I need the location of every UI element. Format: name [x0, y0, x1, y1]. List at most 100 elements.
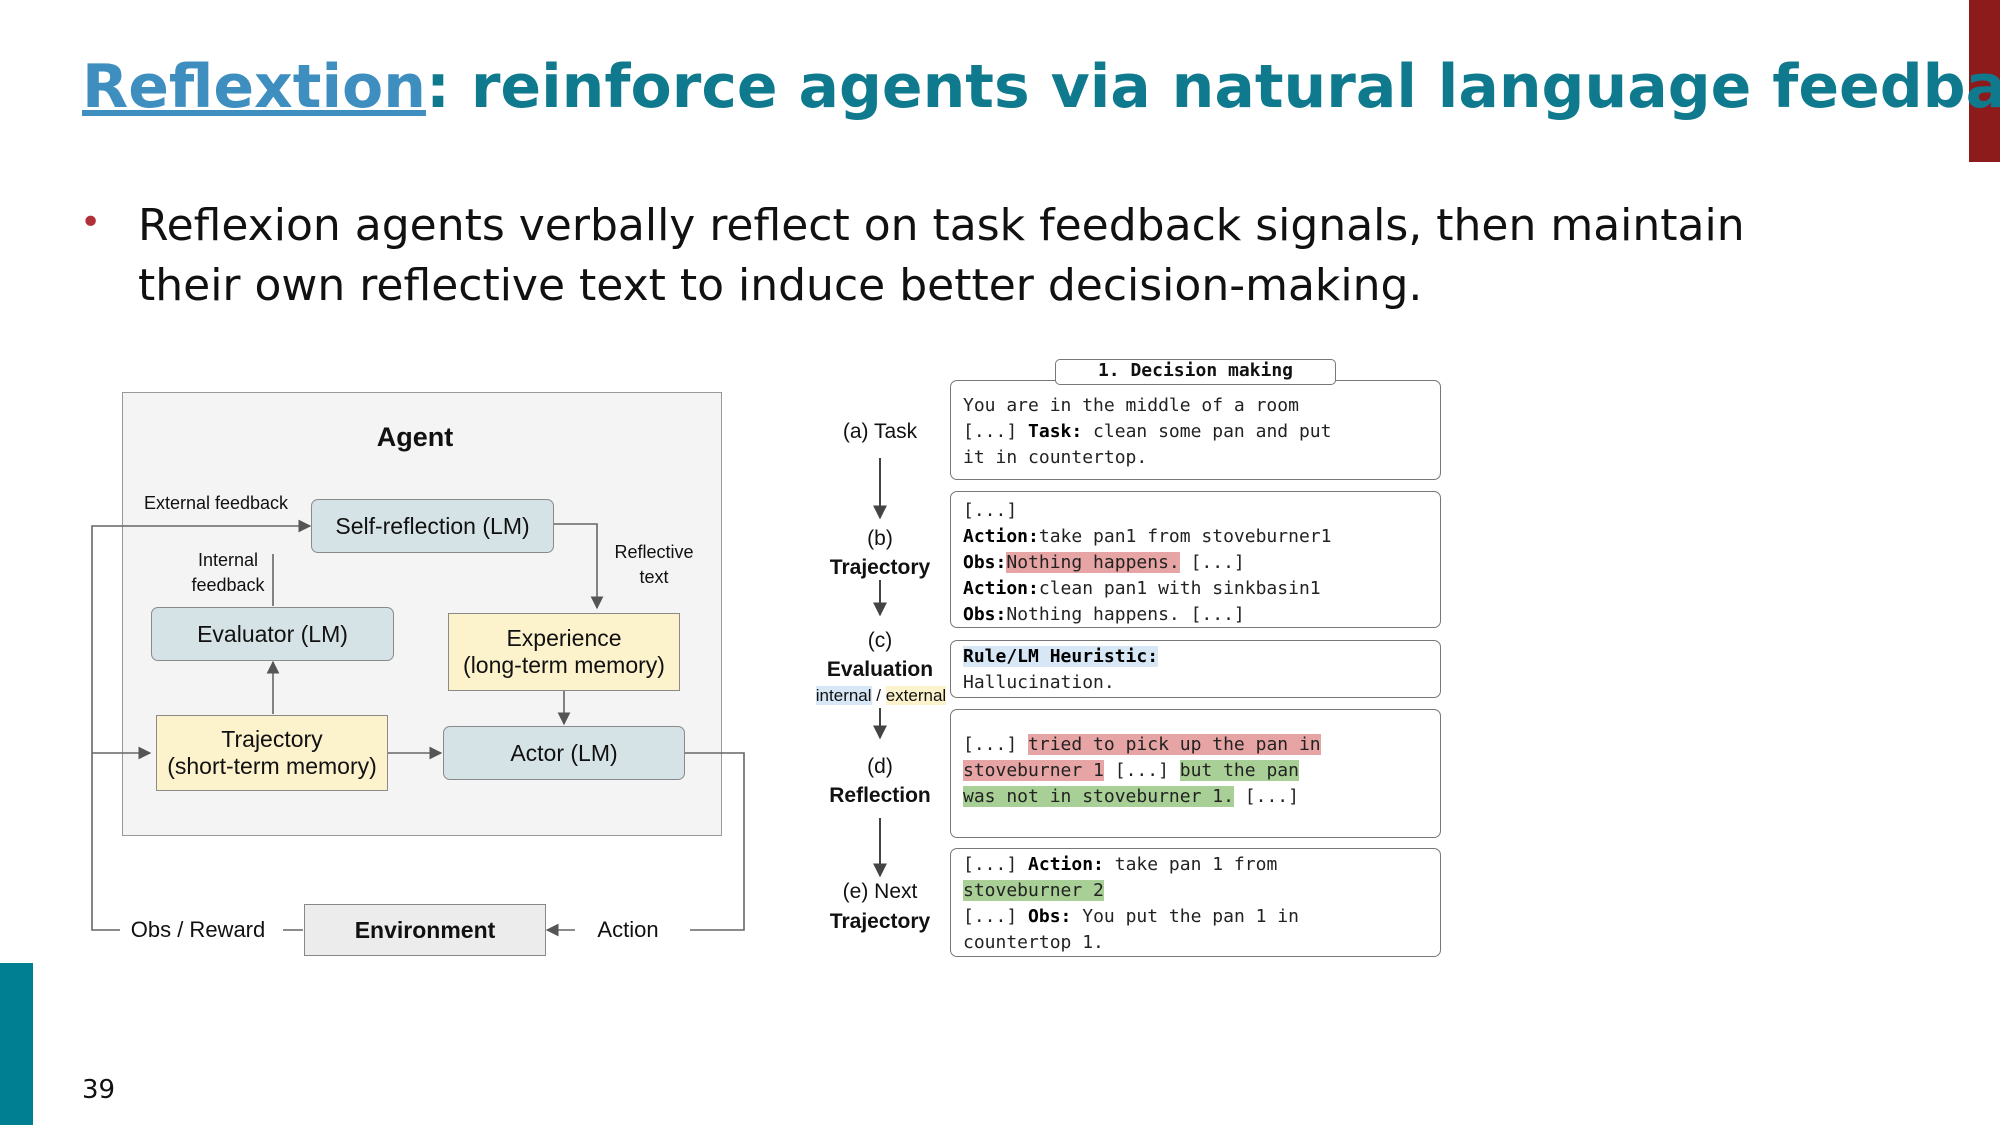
trajectory-text: Nothing happens. [...]	[1006, 604, 1245, 625]
decision-making-header: 1. Decision making	[1055, 359, 1336, 385]
next-line: countertop 1.	[963, 932, 1104, 953]
highlighted-failure: stoveburner 1	[963, 760, 1104, 781]
trajectory-label: Trajectory	[221, 726, 323, 752]
stage-trajectory-label: (b) Trajectory	[810, 524, 950, 582]
agent-label: Agent	[376, 422, 454, 452]
task-text: [...]	[963, 421, 1029, 442]
title-link[interactable]: Reflextion	[82, 52, 426, 122]
stage-task-label: (a) Task	[810, 420, 950, 444]
next-line: stoveburner 2	[963, 878, 1428, 904]
trajectory-line: Action:take pan1 from stoveburner1	[963, 524, 1428, 550]
stage-reflection-label: (d) Reflection	[810, 752, 950, 810]
action-keyword: Action:	[963, 578, 1039, 599]
reflection-line: [...] tried to pick up the pan in	[963, 732, 1428, 758]
evaluation-line: Hallucination.	[963, 672, 1115, 693]
stage-b-index: (b)	[867, 527, 893, 550]
tag-separator: /	[871, 686, 886, 705]
reflection-line: stoveburner 1 [...] but the pan	[963, 758, 1428, 784]
task-line: it in countertop.	[963, 447, 1148, 468]
internal-tag: internal	[815, 686, 872, 705]
bullet-marker: •	[80, 202, 102, 243]
stage-e-name: Trajectory	[829, 910, 931, 933]
action-label: Action	[597, 917, 659, 942]
actor-label: Actor (LM)	[510, 739, 618, 766]
trajectory-text: clean pan1 with sinkbasin1	[1038, 578, 1321, 599]
task-text: clean some pan and put	[1082, 421, 1332, 442]
reflection-text: [...]	[963, 734, 1029, 755]
obs-keyword: Obs:	[963, 552, 1007, 573]
internal-feedback-label: Internal feedback	[178, 550, 278, 596]
reflection-line: was not in stoveburner 1. [...]	[963, 784, 1428, 810]
next-text: take pan 1 from	[1103, 854, 1278, 875]
external-tag: external	[885, 686, 947, 705]
trajectory-line: [...]	[963, 500, 1018, 521]
obs-keyword: Obs:	[963, 604, 1007, 625]
self-reflection-box: Self-reflection (LM)	[311, 499, 554, 553]
evaluation-type-label: internal / external	[806, 686, 956, 706]
next-line: [...] Action: take pan 1 from	[963, 852, 1428, 878]
trajectory-line: Action:clean pan1 with sinkbasin1	[963, 576, 1428, 602]
stage-next-label: (e) Next Trajectory	[810, 877, 950, 937]
stage-evaluation-label: (c) Evaluation	[810, 626, 950, 684]
highlighted-insight: but the pan	[1179, 760, 1299, 781]
external-feedback-label: External feedback	[143, 493, 289, 513]
evaluation-code-box: Rule/LM Heuristic: Hallucination.	[950, 640, 1441, 698]
action-keyword: Action:	[1028, 854, 1104, 875]
trajectory-sublabel: (short-term memory)	[167, 753, 377, 779]
slide-title: Reflextion: reinforce agents via natural…	[82, 52, 2000, 122]
experience-label: Experience	[506, 625, 622, 651]
experience-box: Experience (long-term memory)	[448, 613, 680, 691]
reflection-text: [...]	[1103, 760, 1180, 781]
action-keyword: Action:	[963, 526, 1039, 547]
trajectory-line: Obs:Nothing happens. [...]	[963, 550, 1428, 576]
task-line: You are in the middle of a room	[963, 395, 1299, 416]
task-box: You are in the middle of a room [...] Tas…	[950, 380, 1441, 480]
reflection-text: [...]	[1233, 786, 1299, 807]
environment-label: Environment	[354, 916, 496, 943]
corner-accent-bar	[1969, 0, 2000, 162]
experience-sublabel: (long-term memory)	[463, 652, 665, 678]
stage-c-index: (c)	[867, 629, 893, 652]
side-accent-bar	[0, 963, 33, 1125]
highlighted-insight: was not in stoveburner 1.	[963, 786, 1234, 807]
reflective-text-line1: Reflective	[614, 542, 694, 562]
task-line: [...] Task: clean some pan and put	[963, 419, 1428, 445]
stage-d-index: (d)	[867, 755, 893, 778]
obs-keyword: Obs:	[1028, 906, 1072, 927]
trajectory-text: take pan1 from stoveburner1	[1038, 526, 1332, 547]
next-text: [...]	[963, 854, 1029, 875]
evaluator-label: Evaluator (LM)	[197, 620, 348, 647]
internal-feedback-line2: feedback	[191, 575, 265, 595]
bullet-text: Reflexion agents verbally reflect on tas…	[138, 200, 1745, 311]
trajectory-line: Obs:Nothing happens. [...]	[963, 602, 1428, 628]
task-keyword: Task:	[1028, 421, 1083, 442]
stage-e-index: (e) Next	[842, 880, 918, 903]
highlighted-failure: Nothing happens.	[1006, 552, 1180, 573]
reflective-text-label: Reflective text	[604, 542, 704, 588]
next-text: You put the pan 1 in	[1071, 906, 1299, 927]
page-number: 39	[82, 1075, 116, 1105]
obs-reward-label: Obs / Reward	[130, 917, 266, 942]
next-line: [...] Obs: You put the pan 1 in	[963, 904, 1428, 930]
highlighted-insight: stoveburner 2	[963, 880, 1104, 901]
highlighted-failure: tried to pick up the pan in	[1028, 734, 1321, 755]
stage-b-name: Trajectory	[829, 556, 931, 579]
title-text: : reinforce agents via natural language …	[425, 52, 2000, 122]
stage-task-text: (a) Task	[842, 420, 918, 443]
trajectory-box: Trajectory (short-term memory)	[156, 715, 388, 791]
actor-box: Actor (LM)	[443, 726, 685, 780]
heuristic-keyword: Rule/LM Heuristic:	[963, 646, 1159, 667]
evaluator-box: Evaluator (LM)	[151, 607, 394, 661]
stage-d-name: Reflection	[829, 784, 931, 807]
evaluation-line: Rule/LM Heuristic:	[963, 644, 1428, 670]
stage-c-name: Evaluation	[826, 658, 934, 681]
next-text: [...]	[963, 906, 1029, 927]
reflective-text-line2: text	[639, 567, 669, 587]
environment-box: Environment	[304, 904, 546, 956]
trajectory-text: [...]	[1179, 552, 1245, 573]
